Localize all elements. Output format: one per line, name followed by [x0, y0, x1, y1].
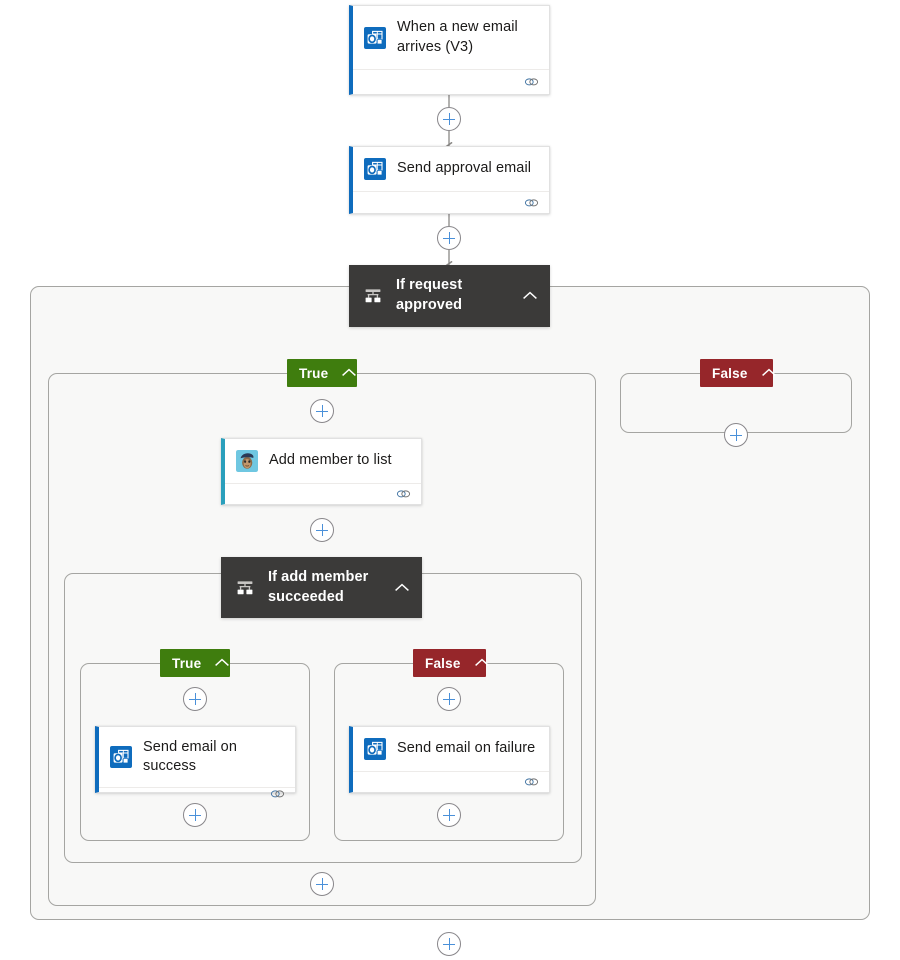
chevron-up-icon[interactable]	[761, 368, 777, 378]
link-icon[interactable]	[270, 788, 285, 800]
chevron-up-icon[interactable]	[522, 291, 538, 301]
card-title: When a new email arrives (V3)	[397, 19, 518, 55]
card-header: Send approval email	[353, 147, 549, 191]
card-send-approval-email[interactable]: Send approval email	[349, 146, 550, 214]
add-step-outer-true-top[interactable]	[310, 399, 334, 423]
card-footer	[353, 69, 549, 94]
add-step-inner-true-top[interactable]	[183, 687, 207, 711]
card-header: When a new email arrives (V3)	[353, 6, 549, 69]
add-step-inner-true-bottom[interactable]	[183, 803, 207, 827]
branch-badge-inner-true[interactable]: True	[160, 649, 230, 677]
outlook-icon	[364, 738, 386, 760]
outlook-icon	[364, 26, 386, 49]
condition-title: If add member succeeded	[268, 568, 369, 605]
branch-badge-outer-true[interactable]: True	[287, 359, 357, 387]
card-send-email-on-success[interactable]: Send email on success	[95, 726, 296, 798]
card-add-member-to-list[interactable]: Add member to list	[221, 438, 422, 505]
card-footer	[353, 191, 549, 213]
condition-if-request-approved[interactable]: If request approved	[349, 265, 550, 327]
outlook-icon	[364, 158, 386, 180]
branch-badge-outer-false[interactable]: False	[700, 359, 776, 387]
chevron-up-icon[interactable]	[341, 368, 357, 378]
link-icon[interactable]	[524, 197, 539, 209]
card-title: Send email on failure	[397, 740, 536, 757]
card-send-email-on-failure[interactable]: Send email on failure	[349, 726, 550, 793]
branch-label: True	[299, 365, 329, 381]
condition-icon	[237, 580, 253, 594]
card-header: Add member to list	[225, 439, 421, 483]
card-title: Send email on success	[143, 739, 237, 775]
card-footer	[225, 483, 421, 504]
mailchimp-icon	[236, 450, 258, 472]
card-title: Send approval email	[397, 160, 532, 177]
condition-title: If request approved	[396, 277, 463, 313]
add-step-after-send-approval-email[interactable]	[437, 226, 461, 250]
add-step-after-add-member[interactable]	[310, 518, 334, 542]
branch-label: False	[712, 365, 748, 381]
branch-badge-inner-false[interactable]: False	[413, 649, 489, 677]
card-title: Add member to list	[269, 452, 392, 469]
card-footer	[99, 787, 295, 800]
card-header: Send email on success	[99, 727, 295, 787]
condition-icon	[365, 289, 381, 303]
branch-label: True	[172, 655, 202, 671]
add-step-flow-end[interactable]	[437, 932, 461, 956]
card-footer	[353, 771, 549, 792]
add-step-outer-true-bottom[interactable]	[310, 872, 334, 896]
add-step-inner-false-bottom[interactable]	[437, 803, 461, 827]
add-step-inner-false-top[interactable]	[437, 687, 461, 711]
chevron-up-icon[interactable]	[474, 658, 490, 668]
branch-label: False	[425, 655, 461, 671]
link-icon[interactable]	[524, 76, 539, 88]
card-header: Send email on failure	[353, 727, 549, 771]
link-icon[interactable]	[524, 776, 539, 788]
chevron-up-icon[interactable]	[394, 583, 410, 593]
chevron-up-icon[interactable]	[214, 658, 230, 668]
outlook-icon	[110, 746, 132, 769]
card-when-a-new-email-arrives[interactable]: When a new email arrives (V3)	[349, 5, 550, 95]
condition-if-add-member-succeeded[interactable]: If add member succeeded	[221, 557, 422, 618]
add-step-outer-false[interactable]	[724, 423, 748, 447]
add-step-after-trigger[interactable]	[437, 107, 461, 131]
link-icon[interactable]	[396, 488, 411, 500]
